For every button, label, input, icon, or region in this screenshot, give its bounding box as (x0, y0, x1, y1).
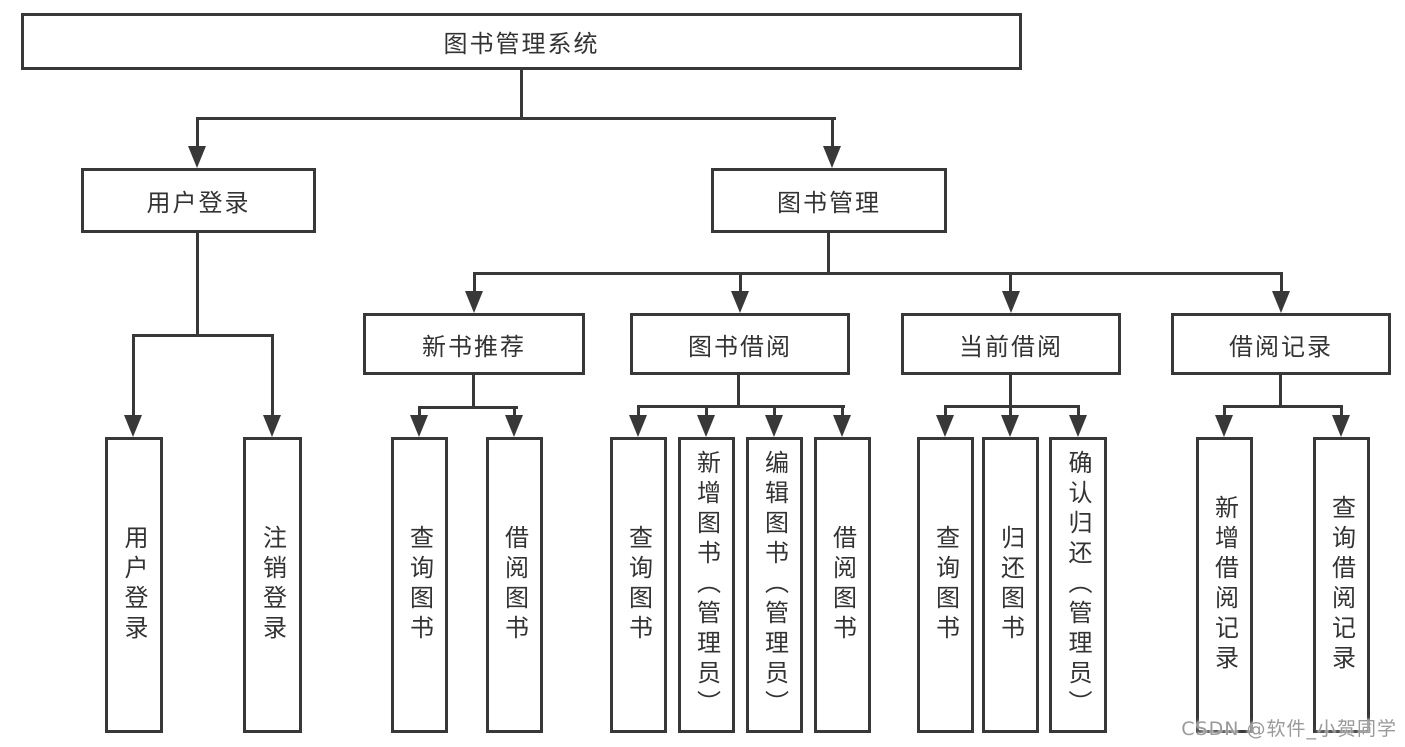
connector-drop-bb-1 (637, 405, 640, 417)
connector-userlogin-stem (196, 233, 199, 336)
connector-drop-leaf-logout (271, 334, 274, 416)
arrow-down-icon (188, 146, 206, 168)
connector-bb-stem (737, 375, 740, 408)
arrow-down-icon (1215, 415, 1233, 437)
node-book-management: 图书管理 (711, 168, 947, 233)
arrow-down-icon (465, 291, 483, 313)
node-new-book-recommend: 新书推荐 (363, 313, 585, 375)
connector-nb-stem (472, 375, 475, 409)
connector-drop-cb-1 (944, 405, 947, 417)
connector-root-stem (520, 70, 523, 118)
leaf-user-login: 用户登录 (105, 437, 163, 733)
arrow-down-icon (833, 415, 851, 437)
leaf-nb-borrow-books: 借阅图书 (486, 437, 543, 733)
connector-cb-stem (1009, 375, 1012, 408)
arrow-down-icon (697, 415, 715, 437)
connector-bb-hline (637, 405, 845, 408)
connector-drop-book-borrow (739, 272, 742, 292)
leaf-bb-borrow-books: 借阅图书 (814, 437, 871, 733)
arrow-down-icon (936, 415, 954, 437)
arrow-down-icon (765, 415, 783, 437)
connector-drop-current-borrow (1009, 272, 1012, 292)
connector-br-hline (1223, 405, 1343, 408)
arrow-down-icon (731, 291, 749, 313)
connector-userlogin-hline (132, 334, 274, 337)
arrow-down-icon (410, 415, 428, 437)
arrow-down-icon (1272, 291, 1290, 313)
connector-bookmgmt-hline (473, 272, 1283, 275)
connector-drop-cb-2 (1009, 405, 1012, 417)
node-library-system: 图书管理系统 (21, 13, 1022, 70)
arrow-down-icon (505, 415, 523, 437)
leaf-nb-query-books: 查询图书 (391, 437, 448, 733)
node-borrow-records: 借阅记录 (1171, 313, 1391, 375)
arrow-down-icon (1002, 291, 1020, 313)
connector-cb-hline (944, 405, 1080, 408)
csdn-watermark: CSDN @软件_小贺同学 (1181, 718, 1397, 740)
connector-drop-new-book (473, 272, 476, 292)
connector-drop-br-1 (1223, 405, 1226, 417)
arrow-down-icon (1332, 415, 1350, 437)
arrow-down-icon (263, 415, 281, 437)
connector-drop-book-mgmt (831, 117, 834, 148)
leaf-cb-confirm-return-admin: 确认归还（管理员） (1049, 437, 1107, 733)
connector-drop-br-2 (1340, 405, 1343, 417)
node-book-borrow: 图书借阅 (630, 313, 850, 375)
connector-drop-leaf-login (132, 334, 135, 416)
leaf-bb-add-books-admin: 新增图书（管理员） (678, 437, 735, 733)
connector-drop-nb-2 (513, 406, 516, 417)
leaf-br-query-record: 查询借阅记录 (1313, 437, 1370, 733)
leaf-bb-edit-books-admin: 编辑图书（管理员） (746, 437, 803, 733)
leaf-bb-query-books: 查询图书 (610, 437, 667, 733)
arrow-down-icon (1069, 415, 1087, 437)
connector-drop-bb-2 (705, 405, 708, 417)
node-current-borrow: 当前借阅 (901, 313, 1121, 375)
leaf-br-add-record: 新增借阅记录 (1196, 437, 1253, 733)
leaf-logout: 注销登录 (243, 437, 302, 733)
connector-drop-nb-1 (418, 406, 421, 417)
connector-drop-bb-4 (841, 405, 844, 417)
connector-nb-hline (418, 406, 518, 409)
connector-drop-user-login (196, 117, 199, 148)
connector-drop-bb-3 (773, 405, 776, 417)
connector-bookmgmt-stem (827, 233, 830, 274)
node-user-login: 用户登录 (81, 168, 316, 233)
connector-root-hline (196, 117, 836, 120)
connector-br-stem (1279, 375, 1282, 408)
arrow-down-icon (124, 415, 142, 437)
arrow-down-icon (629, 415, 647, 437)
arrow-down-icon (823, 146, 841, 168)
leaf-cb-query-books: 查询图书 (917, 437, 974, 733)
leaf-cb-return-books: 归还图书 (982, 437, 1039, 733)
connector-drop-borrow-records (1280, 272, 1283, 292)
connector-drop-cb-3 (1077, 405, 1080, 417)
arrow-down-icon (1001, 415, 1019, 437)
